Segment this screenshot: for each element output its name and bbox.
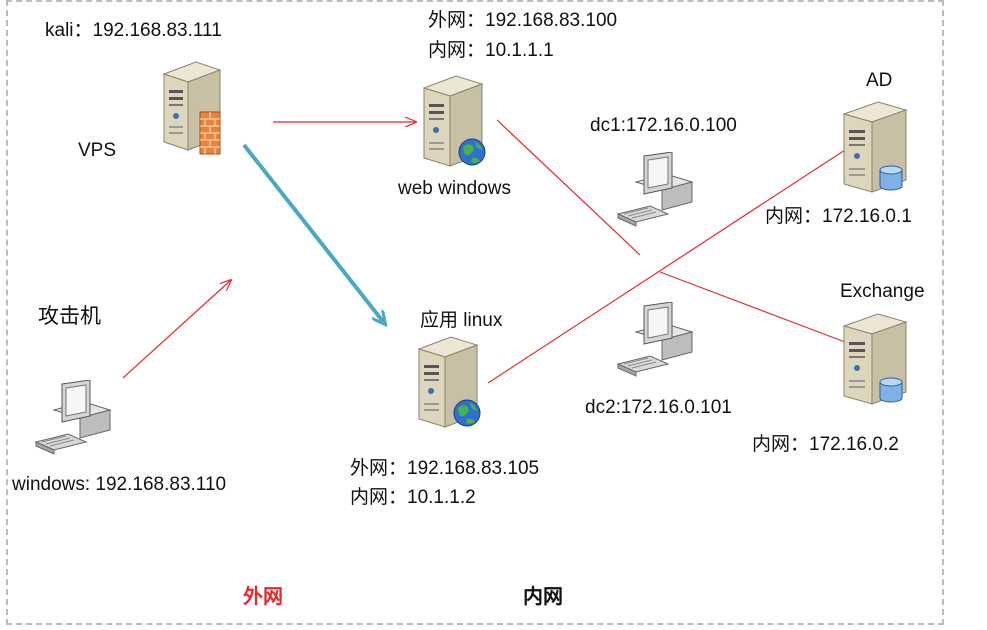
inside-zone-label: 内网 bbox=[523, 584, 563, 608]
workstation-icon bbox=[34, 380, 112, 455]
database-server-icon bbox=[842, 313, 908, 405]
link-app-linux-to-ad bbox=[487, 149, 846, 384]
link-web-windows-to-exchange bbox=[496, 119, 641, 256]
ad-label: AD bbox=[866, 70, 893, 91]
tunnel-vps-to-app-linux bbox=[242, 143, 385, 324]
attacker-ip-label: windows: 192.168.83.110 bbox=[12, 474, 227, 495]
outside-zone-label: 外网 bbox=[243, 584, 283, 608]
dc2-label: dc2:172.16.0.101 bbox=[585, 397, 732, 418]
workstation-icon bbox=[616, 302, 694, 377]
web-windows-label: web windows bbox=[398, 178, 511, 199]
web-windows-outer-ip: 外网：192.168.83.100 bbox=[428, 10, 618, 31]
workstation-icon bbox=[616, 152, 694, 227]
link-attacker-to-vps bbox=[122, 280, 231, 379]
kali-ip-label: kali：192.168.83.111 bbox=[45, 20, 222, 41]
web-server-icon bbox=[417, 336, 481, 428]
app-linux-inner-ip: 内网：10.1.1.2 bbox=[350, 487, 476, 508]
exchange-ip-label: 内网：172.16.0.2 bbox=[752, 434, 899, 455]
diagram-frame bbox=[6, 0, 944, 625]
web-windows-inner-ip: 内网：10.1.1.1 bbox=[428, 40, 554, 61]
dc1-label: dc1:172.16.0.100 bbox=[590, 115, 737, 136]
link-web-windows-to-exchange-2 bbox=[659, 271, 846, 343]
app-linux-label: 应用 linux bbox=[420, 310, 503, 331]
attacker-label: 攻击机 bbox=[38, 305, 101, 328]
app-linux-outer-ip: 外网：192.168.83.105 bbox=[350, 458, 540, 479]
vps-label: VPS bbox=[78, 140, 117, 161]
web-server-icon bbox=[422, 75, 486, 167]
database-server-icon bbox=[842, 101, 908, 193]
exchange-label: Exchange bbox=[840, 281, 925, 302]
ad-ip-label: 内网：172.16.0.1 bbox=[765, 206, 912, 227]
server-firewall-icon bbox=[162, 61, 222, 155]
